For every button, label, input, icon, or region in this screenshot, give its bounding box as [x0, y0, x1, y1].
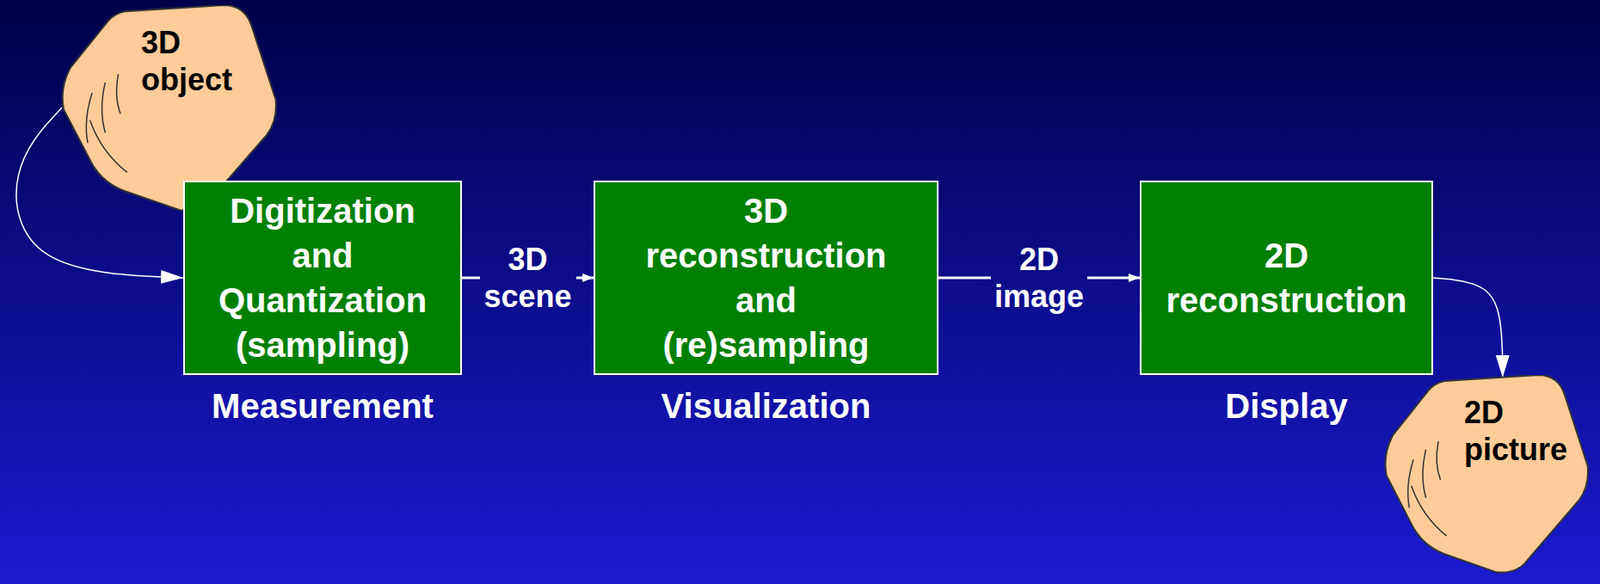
object-label: 3D object — [141, 24, 262, 99]
process-label: Digitization and Quantization (sampling) — [206, 188, 439, 368]
process-box: Digitization and Quantization (sampling) — [183, 180, 462, 376]
edge-label: 2D image — [990, 240, 1088, 315]
process-label: 2D reconstruction — [1157, 233, 1416, 323]
stage-label: Display — [1224, 385, 1348, 427]
object-blob: 2D picture — [1382, 375, 1590, 577]
edge-label: 3D scene — [480, 240, 577, 315]
object-label: 2D picture — [1464, 393, 1585, 468]
stage-label: Visualization — [661, 385, 872, 427]
stage-label: Measurement — [211, 385, 434, 427]
process-label: 3D reconstruction and (re)sampling — [637, 188, 896, 368]
process-box: 3D reconstruction and (re)sampling — [593, 180, 939, 376]
curved-arrow — [1433, 277, 1503, 378]
process-box: 2D reconstruction — [1139, 180, 1434, 376]
